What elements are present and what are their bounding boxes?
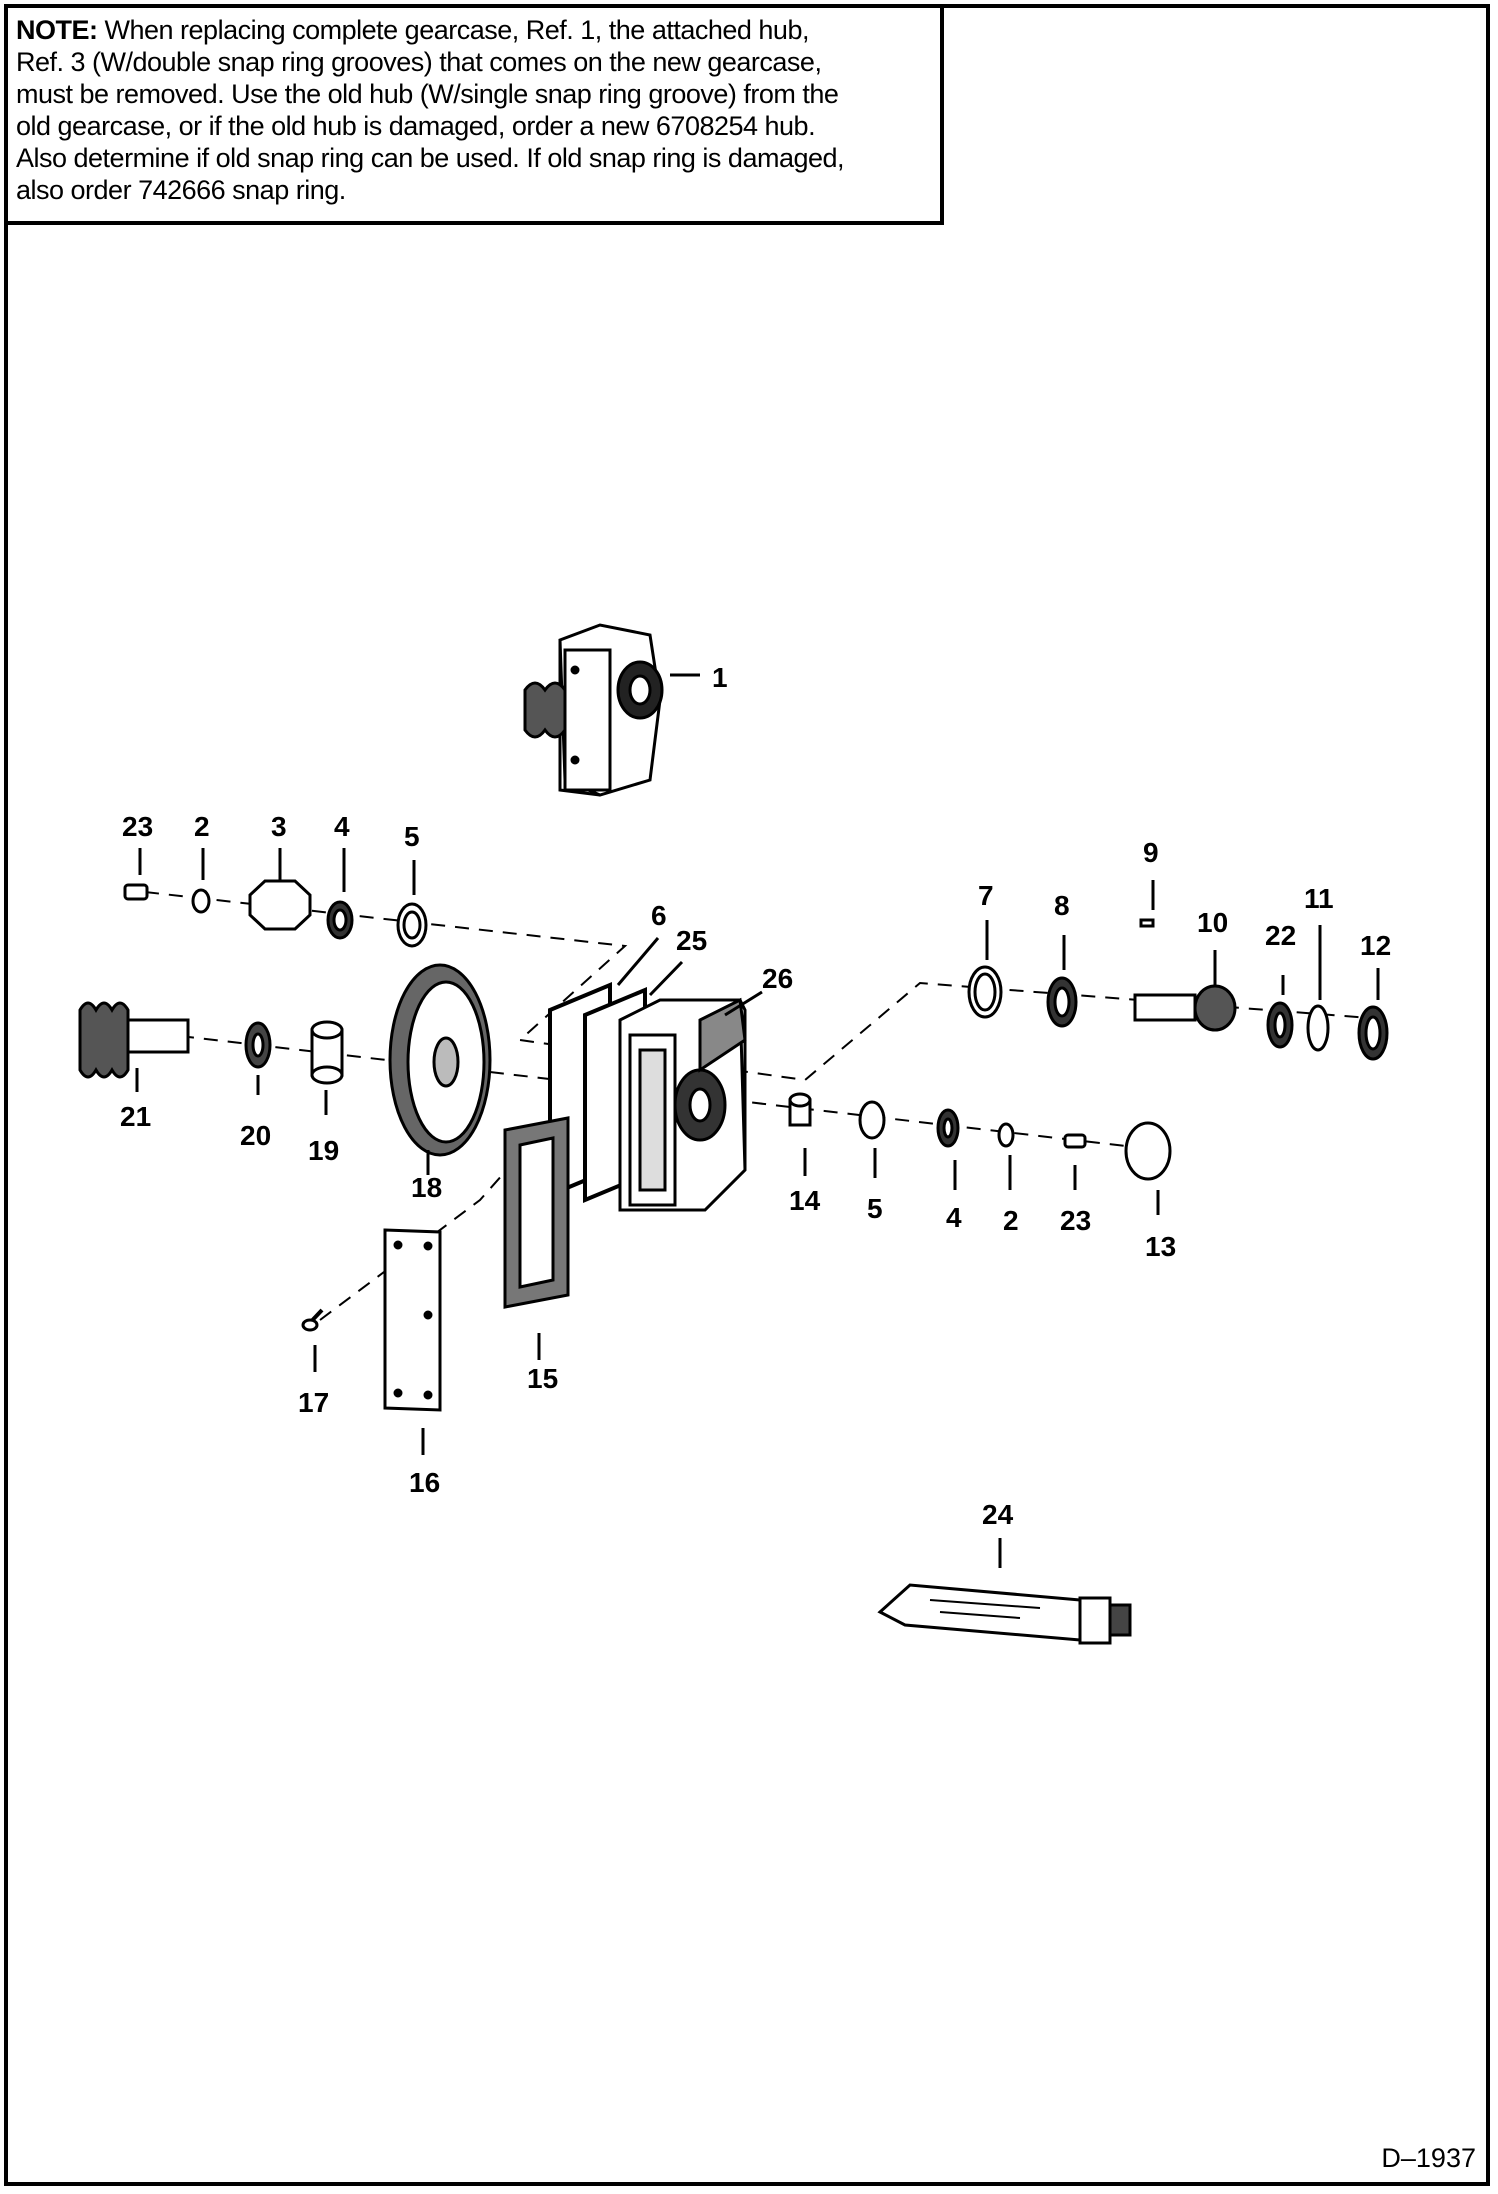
bolt-part-17 bbox=[301, 1308, 324, 1332]
note-box: NOTE: When replacing complete gearcase, … bbox=[4, 4, 944, 225]
callout-25: 25 bbox=[676, 925, 707, 956]
lower-right-parts bbox=[788, 1092, 1172, 1181]
callout-13: 13 bbox=[1145, 1231, 1176, 1262]
note-line-3: must be removed. Use the old hub (W/sing… bbox=[16, 79, 839, 109]
callout-4-lower: 4 bbox=[946, 1202, 962, 1233]
callout-2-upper: 2 bbox=[194, 811, 210, 842]
cover-axis-line bbox=[319, 1109, 561, 1321]
callout-15: 15 bbox=[527, 1363, 558, 1394]
callout-26: 26 bbox=[762, 963, 793, 994]
callout-14: 14 bbox=[789, 1185, 821, 1216]
callout-23-lower: 23 bbox=[1060, 1205, 1091, 1236]
cover-gasket-part-15 bbox=[503, 1116, 570, 1309]
callout-2-lower: 2 bbox=[1003, 1205, 1019, 1236]
callout-4-upper: 4 bbox=[334, 811, 350, 842]
callout-17: 17 bbox=[298, 1387, 329, 1418]
note-label: NOTE: bbox=[16, 15, 98, 45]
callout-10: 10 bbox=[1197, 907, 1228, 938]
note-line-2: Ref. 3 (W/double snap ring grooves) that… bbox=[16, 47, 822, 77]
gear-part-18 bbox=[388, 963, 492, 1157]
callout-5-lower: 5 bbox=[867, 1193, 883, 1224]
note-line-1: When replacing complete gearcase, Ref. 1… bbox=[104, 15, 810, 45]
note-line-5: Also determine if old snap ring can be u… bbox=[16, 143, 845, 173]
grease-tube-part-24 bbox=[877, 1583, 1132, 1645]
callout-5-upper: 5 bbox=[404, 821, 420, 852]
callout-16: 16 bbox=[409, 1467, 440, 1498]
note-line-6: also order 742666 snap ring. bbox=[16, 175, 346, 205]
drawing-number: D–1937 bbox=[1381, 2143, 1476, 2173]
callout-1: 1 bbox=[712, 662, 728, 693]
callout-6: 6 bbox=[651, 900, 667, 931]
callout-20: 20 bbox=[240, 1120, 271, 1151]
pinion-shaft-part-21 bbox=[78, 1001, 190, 1079]
housing-part-26 bbox=[618, 997, 747, 1212]
callout-7: 7 bbox=[978, 880, 994, 911]
callout-18: 18 bbox=[411, 1172, 442, 1203]
callout-12: 12 bbox=[1360, 930, 1391, 961]
note-line-4: old gearcase, or if the old hub is damag… bbox=[16, 111, 816, 141]
callout-19: 19 bbox=[308, 1135, 339, 1166]
upper-right-parts bbox=[967, 918, 1389, 1061]
spacer-part-19 bbox=[310, 1020, 344, 1085]
callout-11: 11 bbox=[1304, 883, 1334, 914]
diagram-frame bbox=[4, 4, 1490, 2186]
callout-3: 3 bbox=[271, 811, 287, 842]
gearcase-part-1 bbox=[523, 623, 664, 797]
cover-plate-part-16 bbox=[383, 1228, 442, 1412]
upper-left-parts bbox=[123, 879, 428, 948]
bearing-part-20 bbox=[244, 1021, 272, 1069]
callout-22: 22 bbox=[1265, 920, 1296, 951]
callout-8: 8 bbox=[1054, 890, 1070, 921]
callout-24: 24 bbox=[982, 1499, 1014, 1530]
callout-21: 21 bbox=[120, 1101, 151, 1132]
callout-9: 9 bbox=[1143, 837, 1159, 868]
callout-labels: 1 23 2 3 4 5 6 25 26 7 8 9 10 22 11 12 2… bbox=[120, 662, 1391, 1530]
leader-lines bbox=[135, 673, 1380, 1568]
callout-23-upper: 23 bbox=[122, 811, 153, 842]
